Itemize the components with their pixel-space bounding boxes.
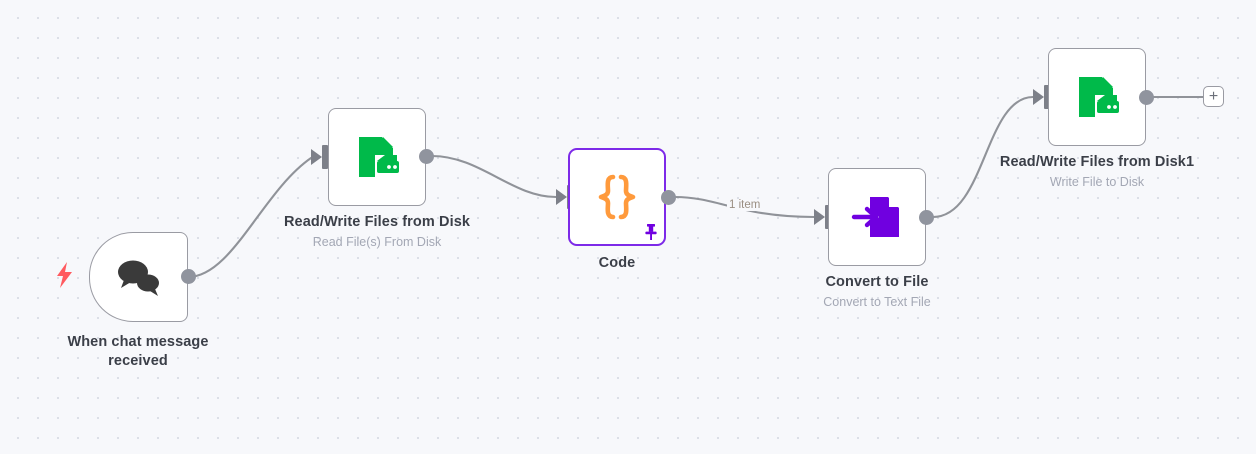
node-title: When chat message received xyxy=(67,334,209,369)
output-endpoint-read-write-files-from-disk[interactable] xyxy=(419,149,434,164)
file-disk-icon xyxy=(351,131,403,183)
node-read-write-files-from-disk-1[interactable] xyxy=(1048,48,1146,146)
output-endpoint-convert-to-file[interactable] xyxy=(919,210,934,225)
file-arrow-icon xyxy=(850,191,904,243)
edge-label-item-count: 1 item xyxy=(727,199,763,211)
edge-readwrite-to-code xyxy=(430,154,558,199)
node-label-convert-to-file: Convert to File Convert to Text File xyxy=(777,273,977,311)
output-endpoint-read-write-files-from-disk-1[interactable] xyxy=(1139,90,1154,105)
node-convert-to-file[interactable] xyxy=(828,168,926,266)
curly-braces-icon xyxy=(596,174,638,220)
node-label-read-write-files-from-disk: Read/Write Files from Disk Read File(s) … xyxy=(277,213,477,251)
node-code[interactable] xyxy=(568,148,666,246)
file-disk-icon xyxy=(1071,71,1123,123)
edge-trigger-to-readwrite xyxy=(186,156,313,279)
node-subtitle: Read File(s) From Disk xyxy=(312,235,442,249)
output-endpoint-code[interactable] xyxy=(661,190,676,205)
node-title: Read/Write Files from Disk1 xyxy=(999,154,1195,170)
node-title: Read/Write Files from Disk xyxy=(283,214,471,230)
pin-icon xyxy=(643,223,659,241)
node-label-code: Code xyxy=(517,254,717,273)
add-node-button[interactable]: + xyxy=(1203,86,1224,107)
chat-bubbles-icon xyxy=(115,256,163,298)
node-subtitle: Convert to Text File xyxy=(823,295,931,309)
node-label-read-write-files-from-disk-1: Read/Write Files from Disk1 Write File t… xyxy=(997,153,1197,191)
input-port-readwrite xyxy=(311,145,328,169)
node-when-chat-message-received[interactable] xyxy=(89,232,188,322)
trigger-lightning-icon xyxy=(56,262,74,288)
node-label-when-chat-message-received: When chat message received xyxy=(38,333,238,371)
node-subtitle: Write File to Disk xyxy=(1049,175,1145,189)
node-title: Code xyxy=(598,255,636,271)
output-endpoint-trigger[interactable] xyxy=(181,269,196,284)
node-read-write-files-from-disk[interactable] xyxy=(328,108,426,206)
node-title: Convert to File xyxy=(825,274,929,290)
edge-convert-to-readwrite1 xyxy=(931,95,1035,219)
